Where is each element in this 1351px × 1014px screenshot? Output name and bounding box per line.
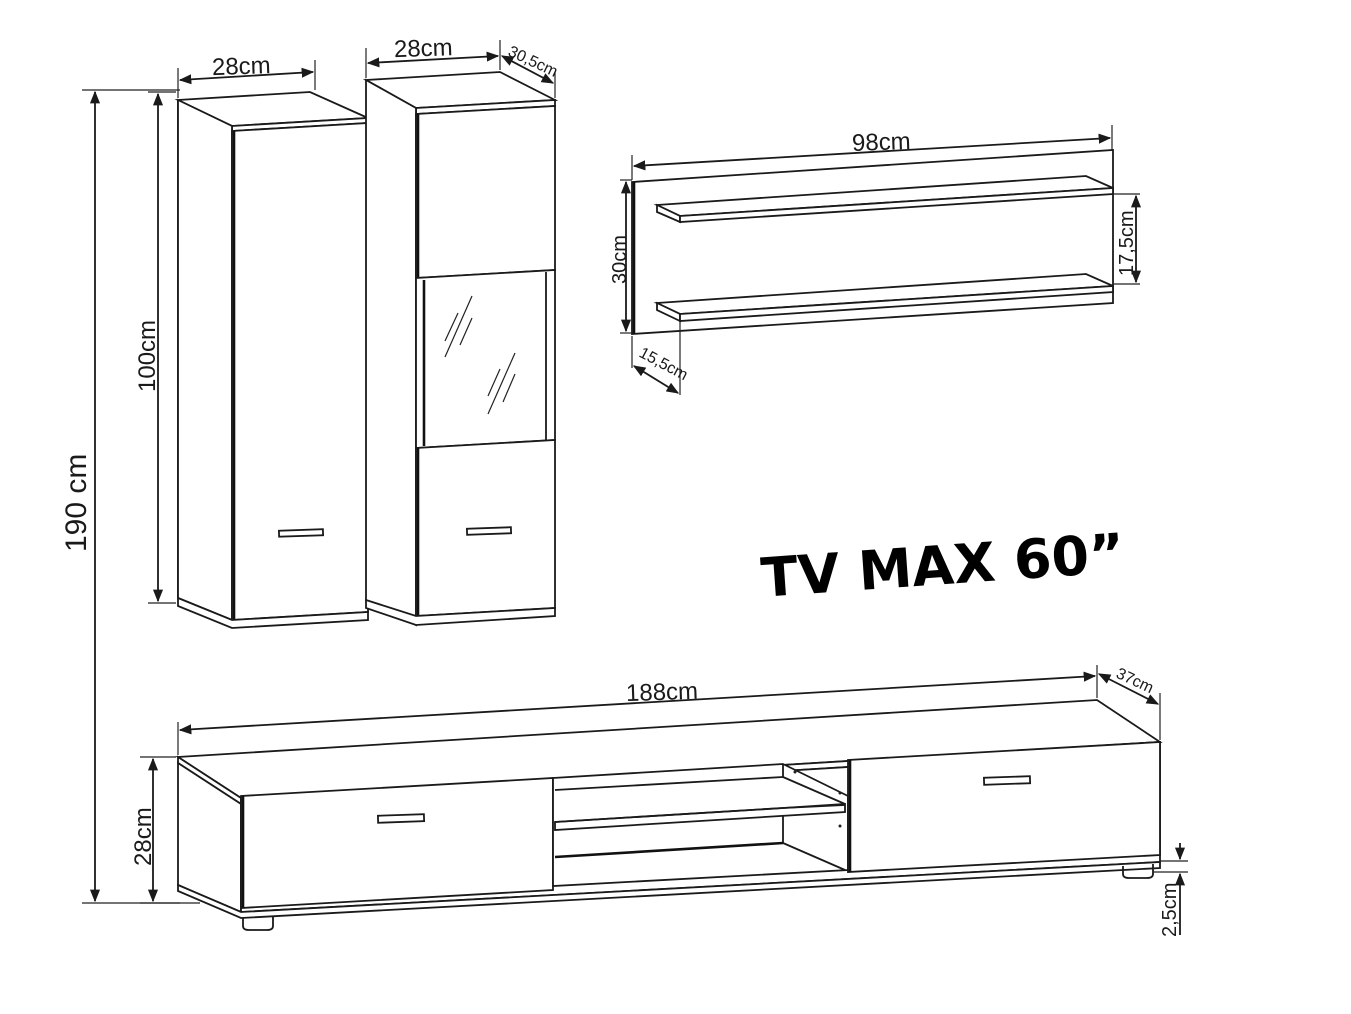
glass-panel <box>415 269 556 449</box>
glass-reflection-icon <box>444 295 516 415</box>
tv-stand: 188cm 37cm 28cm 2,5cm <box>130 665 1188 937</box>
left-drawer <box>240 777 554 909</box>
glass-cabinet-width-label: 28cm <box>393 34 453 63</box>
leg <box>1122 864 1154 879</box>
wall-shelf-width-label: 98cm <box>852 128 912 157</box>
drawer-handle <box>376 813 426 824</box>
tv-max-title: TV MAX 60” <box>759 522 1127 610</box>
overall-height-label: 190 cm <box>60 454 93 552</box>
tall-cabinet: 28cm 100cm <box>134 52 369 629</box>
leg <box>242 916 274 931</box>
glass-cabinet: 28cm 30,5cm <box>362 34 560 627</box>
tall-cabinet-height-label: 100cm <box>134 320 161 392</box>
wall-shelf-height-label: 30cm <box>609 235 631 284</box>
overall-height-dimension: 190 cm <box>60 89 200 904</box>
open-compartment <box>552 763 849 887</box>
wall-shelf: 98cm 30cm 17,5cm 15,5cm <box>609 125 1142 395</box>
door-handle <box>277 528 325 538</box>
door-handle <box>465 526 513 536</box>
tv-stand-height-label: 28cm <box>130 807 157 866</box>
tv-stand-leg-height-label: 2,5cm <box>1159 883 1181 937</box>
tv-stand-width-label: 188cm <box>626 678 699 707</box>
wall-shelf-depth-label: 15,5cm <box>636 345 690 385</box>
wall-shelf-spacing-label: 17,5cm <box>1116 210 1138 276</box>
glass-cabinet-depth-label: 30,5cm <box>505 43 560 81</box>
tall-cabinet-width-label: 28cm <box>211 52 271 81</box>
drawer-handle <box>982 775 1032 786</box>
right-drawer <box>847 741 1161 873</box>
